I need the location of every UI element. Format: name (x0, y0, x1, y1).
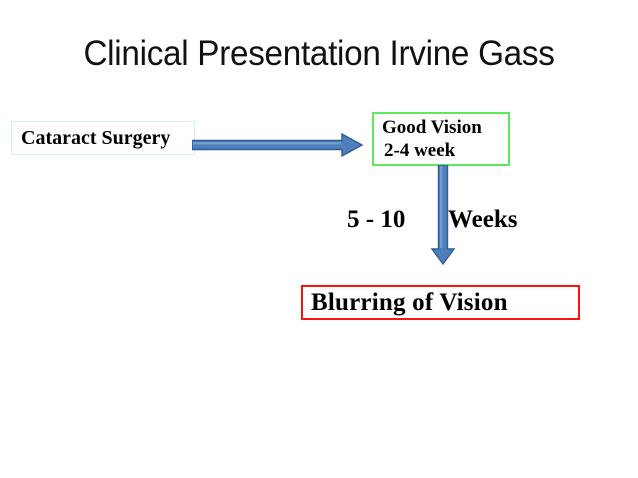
flow-node-cataract-surgery[interactable]: Cataract Surgery (11, 121, 195, 155)
flow-node-good-vision-line1: Good Vision (382, 116, 482, 138)
interval-label: 5 - 10 Weeks (345, 206, 555, 238)
interval-label-unit: Weeks (448, 206, 518, 233)
interval-label-number: 5 - 10 (347, 206, 406, 233)
flow-node-good-vision-line2: 2-4 week (384, 140, 456, 161)
flow-node-good-vision[interactable]: Good Vision 2-4 week (372, 112, 510, 166)
flow-node-cataract-surgery-label: Cataract Surgery (21, 127, 171, 149)
page-title: Clinical Presentation Irvine Gass (83, 34, 555, 73)
arrow-cataract-to-goodvision-icon (192, 132, 364, 158)
flow-node-blurring-of-vision-label: Blurring of Vision (311, 289, 508, 316)
flow-node-blurring-of-vision[interactable]: Blurring of Vision (301, 285, 580, 320)
arrow-goodvision-to-blurring-icon (430, 165, 456, 266)
